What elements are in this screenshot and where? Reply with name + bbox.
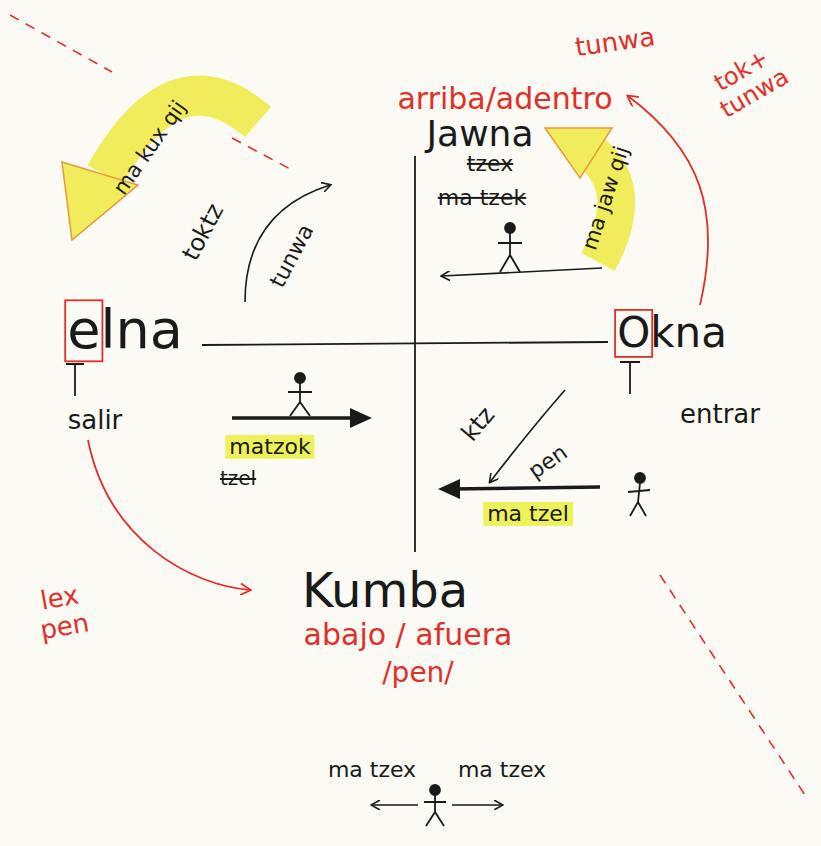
motion-arrow bbox=[452, 804, 502, 806]
gloss: /pen/ bbox=[382, 658, 454, 689]
annotation: tok+ tunwa bbox=[696, 37, 800, 128]
direction-word: Jawna bbox=[427, 114, 534, 154]
tick-line bbox=[620, 362, 640, 394]
dashed-line bbox=[232, 138, 292, 170]
struck-form: tzel bbox=[220, 467, 256, 489]
motion-arrow bbox=[232, 416, 360, 420]
dashed-line bbox=[660, 575, 805, 795]
verb-form: tunwa bbox=[265, 220, 318, 291]
vertical-axis bbox=[414, 156, 416, 552]
arrowhead bbox=[438, 479, 460, 499]
stick-figure bbox=[498, 223, 522, 272]
curved-arrow bbox=[245, 185, 330, 302]
direction-word: Okna bbox=[617, 310, 727, 356]
motion-arrow bbox=[442, 268, 602, 276]
direction-gloss: abajo / afuera bbox=[304, 618, 513, 651]
verb-form: ma tzex bbox=[328, 758, 416, 782]
stick-figure bbox=[288, 373, 312, 416]
annotation: tunwa bbox=[573, 22, 657, 61]
verb-form: ma tzel bbox=[483, 502, 573, 526]
motion-arrow bbox=[372, 804, 418, 806]
verb-form: ktz bbox=[456, 402, 499, 446]
verb-form: ma tzex bbox=[458, 758, 546, 782]
stick-figure bbox=[424, 785, 446, 826]
tick-line bbox=[66, 364, 84, 396]
verb-form: matzok bbox=[225, 435, 314, 459]
annotation: lex pen bbox=[23, 578, 102, 646]
struck-form: ma tzek bbox=[438, 186, 526, 210]
direction-word: Kumba bbox=[302, 564, 468, 617]
motion-arrow bbox=[452, 487, 600, 489]
struck-form: tzex bbox=[467, 152, 513, 176]
direction-gloss: arriba/adentro bbox=[397, 82, 612, 115]
verb-form: toktz bbox=[177, 199, 228, 264]
gloss: entrar bbox=[680, 400, 760, 429]
dashed-line bbox=[10, 15, 112, 72]
horizontal-axis bbox=[202, 342, 608, 345]
direction-word: elna bbox=[67, 300, 183, 359]
red-arrow bbox=[628, 96, 708, 305]
arrowhead bbox=[350, 408, 372, 428]
verb-form: pen bbox=[524, 440, 572, 484]
stick-figure bbox=[628, 473, 650, 516]
red-arrow bbox=[88, 440, 250, 590]
gloss: salir bbox=[68, 406, 123, 435]
